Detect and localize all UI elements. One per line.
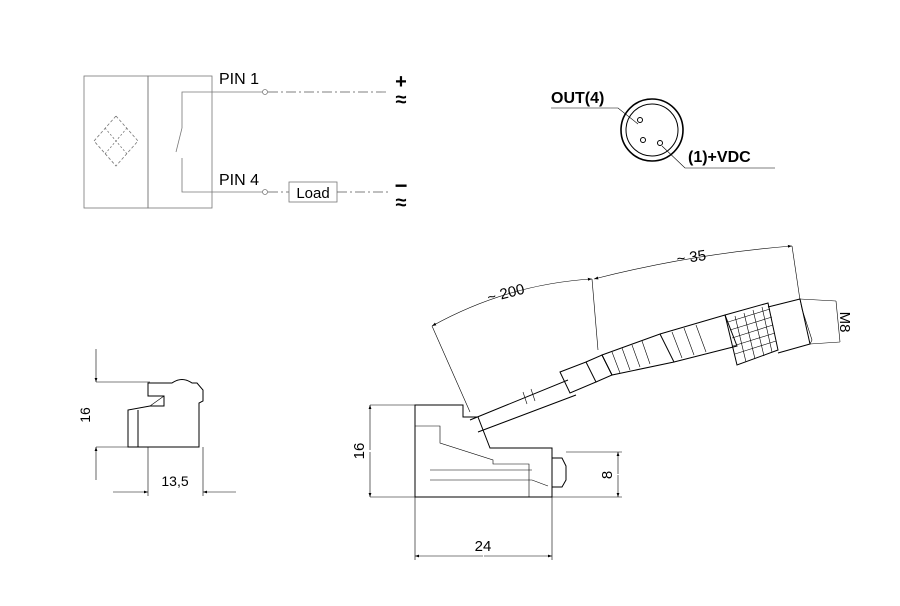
body-inner-lines bbox=[430, 469, 549, 487]
sensor-cross-icon bbox=[104, 127, 128, 155]
side-height-dim: 16 bbox=[77, 407, 93, 423]
connector-outer-ring bbox=[620, 98, 684, 162]
knurl-pattern bbox=[727, 306, 777, 363]
pin3-hole-icon bbox=[640, 137, 646, 143]
sensor-diamond-icon bbox=[93, 115, 139, 167]
strain-relief bbox=[559, 361, 597, 394]
sleeve-ribs bbox=[671, 324, 707, 359]
thread-edge bbox=[799, 298, 813, 345]
body-height-ext bbox=[370, 404, 415, 498]
ac-symbol-top: ≈ bbox=[396, 89, 407, 111]
pin4-hole-icon bbox=[637, 117, 643, 123]
cable-length-dim: ~ 200 bbox=[485, 281, 526, 307]
cable-view: M8 ~ 200 ~ 35 16 8 24 bbox=[351, 244, 853, 560]
body-width-ext bbox=[414, 497, 553, 560]
body-width-dim: 24 bbox=[475, 538, 492, 555]
thread-outline bbox=[799, 298, 841, 345]
sensor-body-right bbox=[147, 75, 213, 209]
cable-length-dim-line bbox=[431, 277, 593, 327]
strain-relief-neck bbox=[585, 354, 613, 383]
out-leader-line bbox=[551, 107, 639, 125]
switch-contact-icon bbox=[175, 127, 183, 153]
body-outline bbox=[414, 404, 553, 498]
side-view: 16 13,5 bbox=[77, 349, 236, 496]
thread-label: M8 bbox=[836, 312, 853, 333]
vdc-leader-line bbox=[661, 145, 775, 169]
connector-length-ext bbox=[791, 245, 801, 301]
minus-symbol: − bbox=[395, 173, 408, 198]
cable-length-ext-left bbox=[431, 325, 471, 413]
side-view-bevel bbox=[149, 395, 165, 407]
wiring-diagram: PIN 1 PIN 4 Load + ≈ − ≈ bbox=[83, 71, 408, 214]
load-label: Load bbox=[296, 185, 329, 202]
connector-length-dim: ~ 35 bbox=[676, 247, 708, 268]
pin1-terminal-icon bbox=[262, 89, 268, 95]
connector-length-dim-line bbox=[593, 244, 793, 280]
connector-pinout: OUT(4) (1)+VDC bbox=[551, 90, 775, 169]
boot-ribs bbox=[611, 340, 651, 374]
body-step-line bbox=[415, 425, 530, 497]
pin4-label: PIN 4 bbox=[219, 172, 259, 189]
internal-wire-bottom bbox=[181, 158, 212, 193]
pin1-label: PIN 1 bbox=[219, 71, 259, 88]
body-height-dim: 16 bbox=[351, 443, 368, 460]
ac-symbol-bottom: ≈ bbox=[396, 192, 407, 214]
side-width-dim: 13,5 bbox=[161, 473, 188, 489]
cable-length-ext-right bbox=[591, 278, 599, 351]
connector-sleeve bbox=[659, 314, 738, 363]
connector-inner-ring bbox=[625, 103, 679, 157]
knurled-nut bbox=[724, 302, 779, 366]
pin1-hole-icon bbox=[657, 140, 663, 146]
internal-wire-top bbox=[181, 91, 212, 128]
out-label: OUT(4) bbox=[551, 90, 604, 107]
cable bbox=[469, 379, 577, 433]
cable-break-marks bbox=[522, 388, 536, 405]
vdc-label: (1)+VDC bbox=[688, 149, 751, 166]
pin4-terminal-icon bbox=[262, 189, 268, 195]
sensing-face bbox=[552, 457, 567, 488]
plus-symbol: + bbox=[395, 71, 407, 93]
offset-dim: 8 bbox=[599, 471, 616, 479]
side-view-outline bbox=[127, 379, 204, 448]
thread-section bbox=[767, 298, 811, 354]
offset-ext bbox=[552, 451, 622, 498]
sensor-body-left bbox=[83, 75, 149, 209]
